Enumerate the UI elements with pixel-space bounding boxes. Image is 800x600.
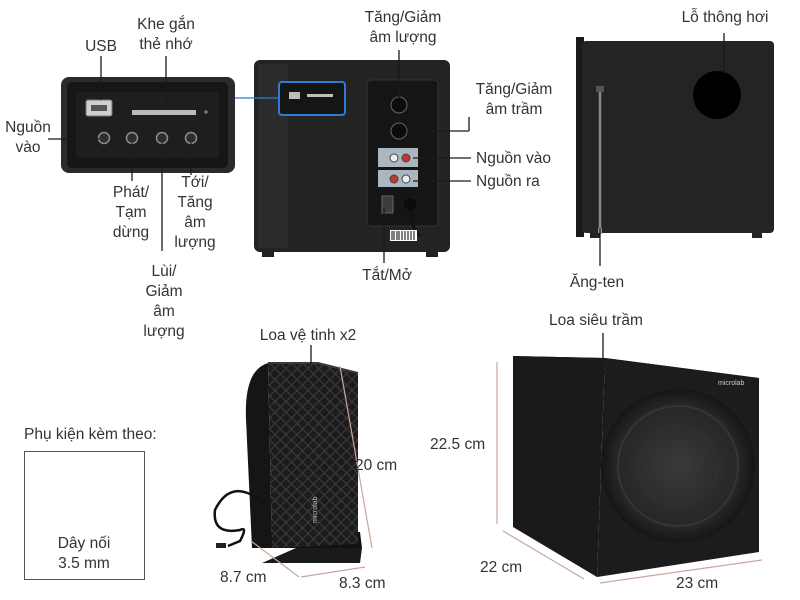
label-card-slot: Khe gắn thẻ nhớ [137, 16, 195, 54]
label-power-switch: Tắt/Mở [362, 267, 412, 284]
label-output: Nguồn ra [476, 173, 540, 190]
dim-satellite-width: 8.3 cm [339, 575, 386, 592]
dim-sub-height: 22.5 cm [430, 436, 486, 453]
speaker-grill [601, 389, 755, 543]
subwoofer-logo: microlab [718, 380, 745, 387]
label-antenna: Ăng-ten [569, 274, 625, 291]
play-pause-button [125, 131, 139, 145]
label-prev-vol-down: Lùi/ Giảm âm lượng [143, 263, 185, 341]
label-play-pause: Phát/ Tạm dừng [112, 184, 150, 242]
dimension-lines [250, 362, 763, 584]
volume-knob [390, 96, 408, 114]
power-switch-rear [381, 195, 394, 214]
label-next-vol-up: Tới/ Tăng âm lượng [174, 174, 216, 252]
prev-button [155, 131, 169, 145]
label-satellite: Loa vệ tinh x2 [259, 327, 357, 344]
next-button [184, 131, 198, 145]
dim-satellite-depth: 8.7 cm [220, 569, 267, 586]
vent-hole [693, 71, 741, 119]
input-jack-white [389, 153, 399, 163]
label-vent: Lỗ thông hơi [681, 9, 769, 26]
card-slot [132, 110, 196, 115]
input-jack-red [401, 153, 411, 163]
power-in-jack [97, 131, 111, 145]
output-jack-white [401, 174, 411, 184]
leader-lines [48, 33, 725, 364]
output-jack-red [389, 174, 399, 184]
dim-sub-depth: 22 cm [480, 559, 523, 576]
label-accessories: Phụ kiện kèm theo: [24, 426, 157, 443]
label-power-in-front: Nguồn vào [5, 119, 51, 157]
label-subwoofer: Loa siêu trầm [549, 312, 643, 329]
dim-sub-width: 23 cm [676, 575, 719, 592]
subwoofer-front: microlab [513, 356, 759, 577]
barcode [390, 230, 417, 241]
label-cable: Dây nối 3.5 mm [57, 535, 111, 573]
bass-knob [390, 122, 408, 140]
accessory-box [24, 451, 145, 580]
label-bass: Tăng/Giảm âm trầm [475, 81, 553, 119]
subwoofer-rear-view [254, 60, 450, 257]
satellite-speaker: microlab [213, 362, 362, 563]
label-usb: USB [85, 38, 117, 55]
front-panel-closeup [61, 77, 235, 173]
satellite-logo: microlab [312, 496, 319, 523]
label-input: Nguồn vào [476, 150, 551, 167]
label-volume: Tăng/Giảm âm lượng [364, 9, 442, 47]
dim-satellite-height: 20 cm [355, 457, 398, 474]
subwoofer-side-view [576, 37, 774, 238]
